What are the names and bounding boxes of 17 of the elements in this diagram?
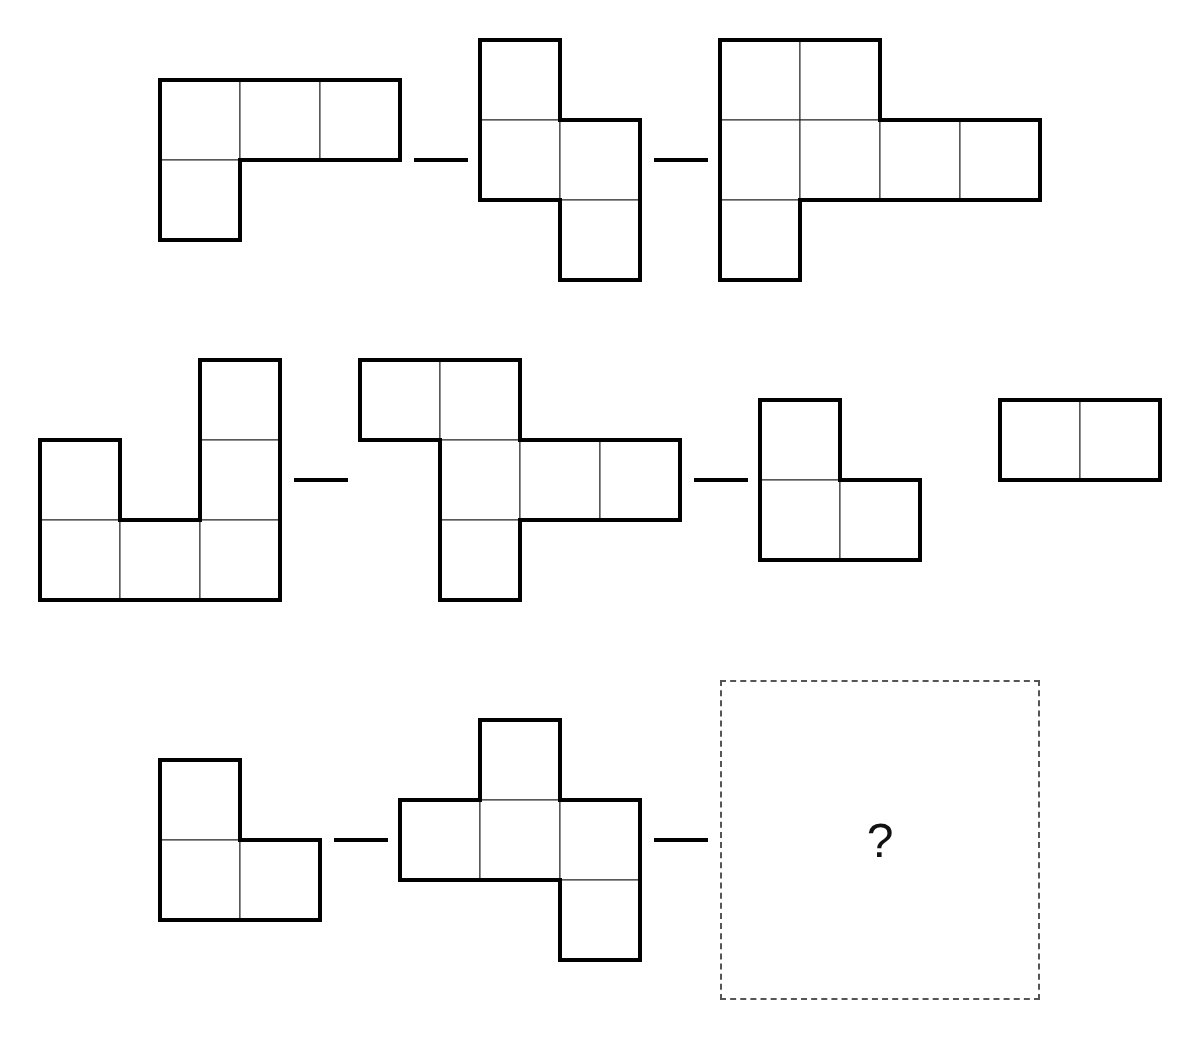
polyomino-shape <box>400 720 640 960</box>
connector-dash <box>694 478 748 482</box>
answer-box <box>720 680 1040 1000</box>
polyomino-shape <box>40 360 280 600</box>
connector-dash <box>654 838 708 842</box>
polyomino-shape <box>720 40 1040 280</box>
polyomino-shape <box>760 400 920 560</box>
question-mark: ? <box>866 812 894 868</box>
polyomino-shape <box>480 40 640 280</box>
polyomino-shape <box>160 760 320 920</box>
connector-dash <box>654 158 708 162</box>
connector-dash <box>334 838 388 842</box>
connector-dash <box>294 478 348 482</box>
polyomino-shape <box>160 80 400 240</box>
polyomino-shape <box>1000 400 1160 480</box>
connector-dash <box>414 158 468 162</box>
polyomino-shape <box>360 360 680 600</box>
